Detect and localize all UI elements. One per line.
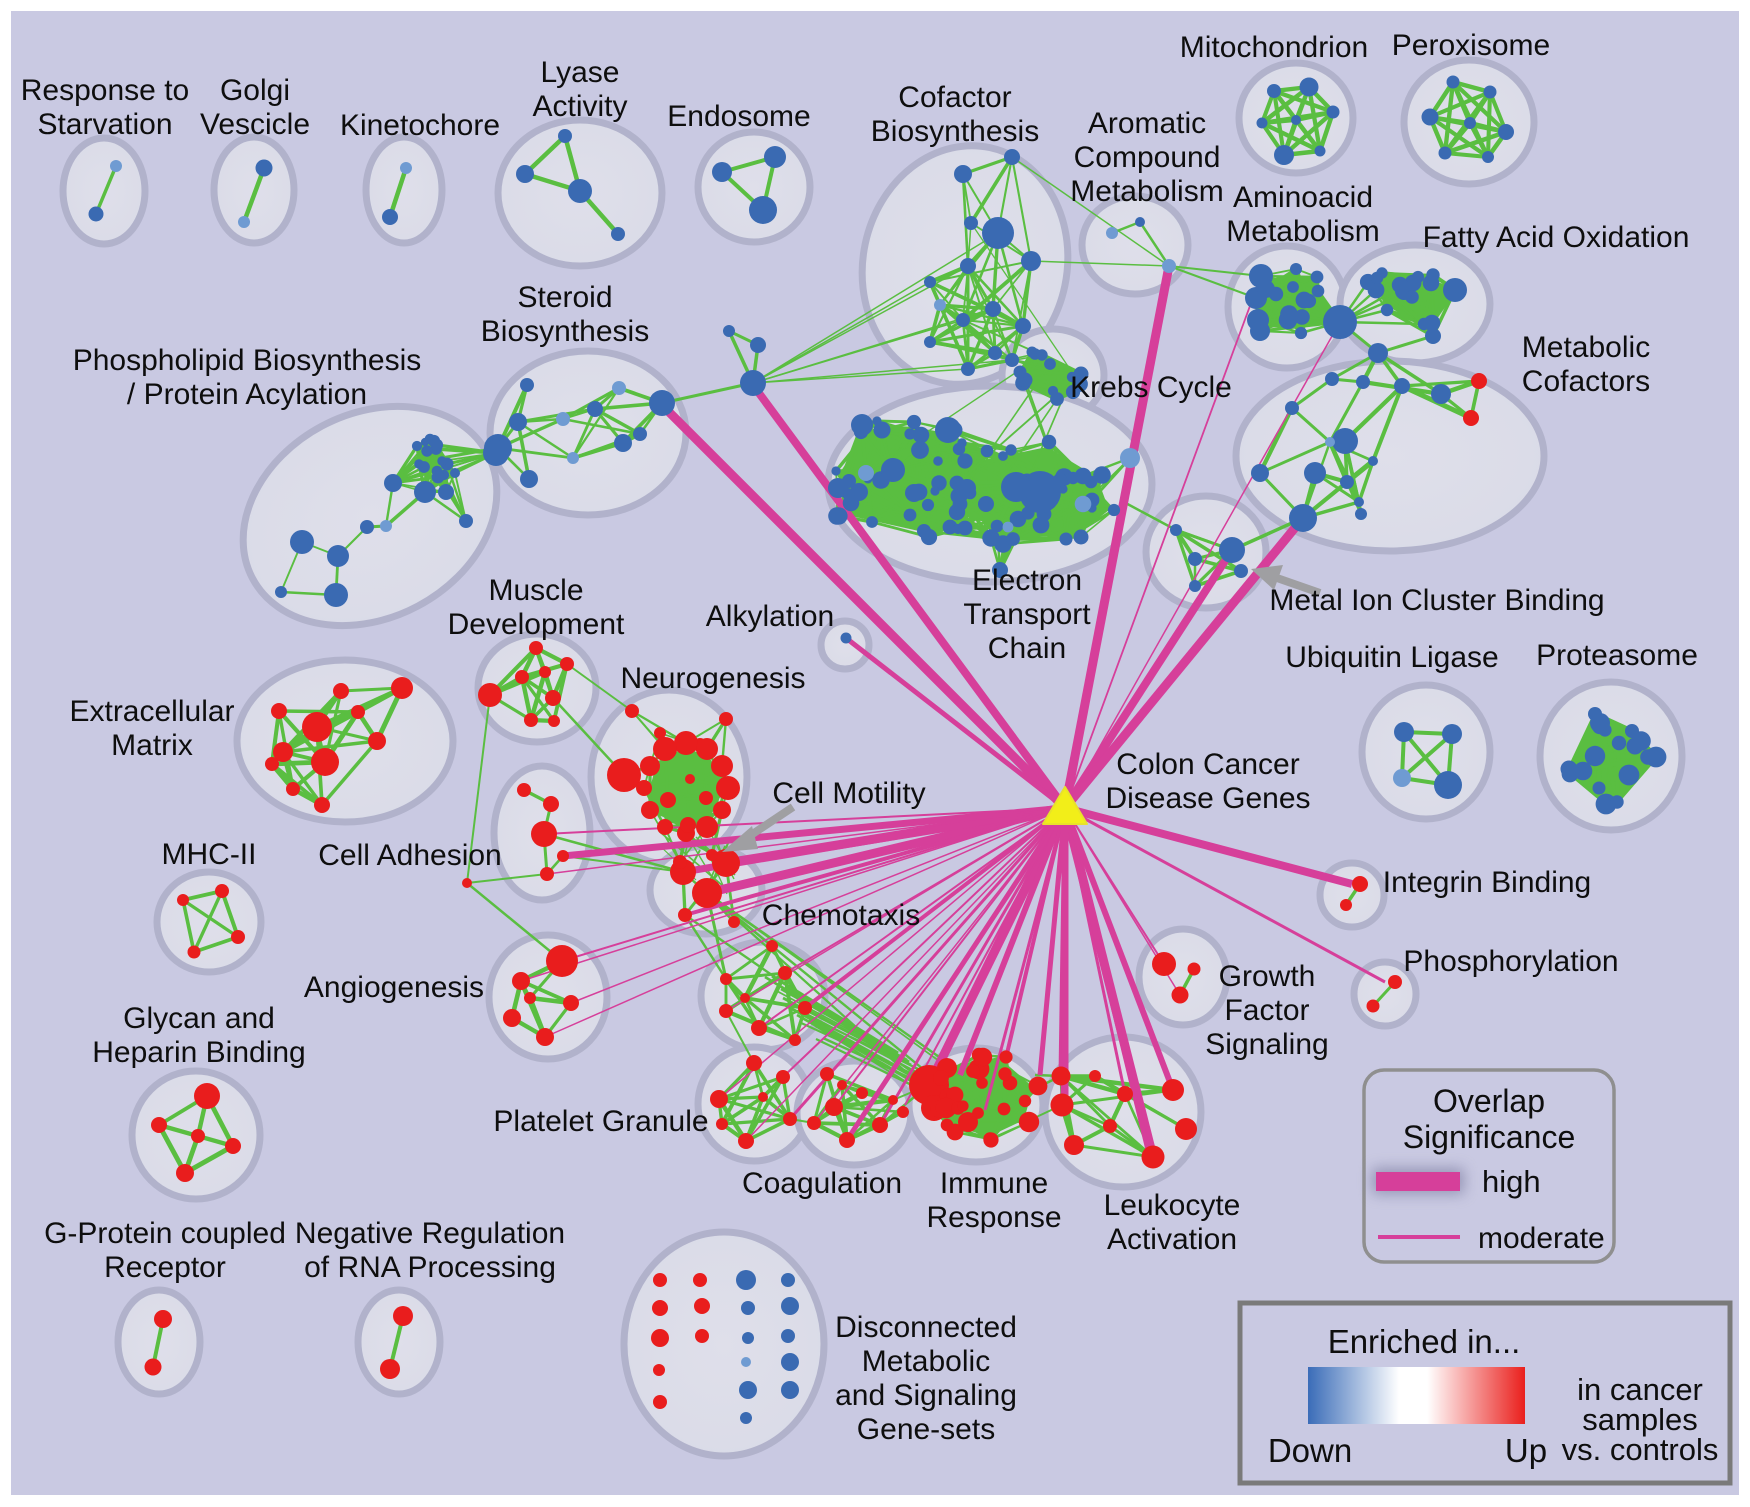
svg-text:Cell Motility: Cell Motility (772, 777, 925, 810)
svg-text:Phospholipid Biosynthesis: Phospholipid Biosynthesis (73, 344, 422, 377)
svg-text:Ubiquitin Ligase: Ubiquitin Ligase (1285, 641, 1498, 674)
svg-text:Starvation: Starvation (37, 108, 172, 141)
svg-text:Kinetochore: Kinetochore (340, 109, 500, 142)
svg-text:Alkylation: Alkylation (706, 600, 834, 633)
svg-text:MHC-II: MHC-II (162, 838, 257, 871)
svg-text:Endosome: Endosome (667, 100, 810, 133)
svg-text:Enriched in...: Enriched in... (1328, 1323, 1521, 1360)
svg-text:Leukocyte: Leukocyte (1104, 1189, 1241, 1222)
svg-text:Lyase: Lyase (541, 56, 620, 89)
svg-text:Coagulation: Coagulation (742, 1167, 902, 1200)
svg-text:Down: Down (1268, 1432, 1352, 1469)
svg-text:Neurogenesis: Neurogenesis (620, 662, 805, 695)
svg-text:Colon Cancer: Colon Cancer (1116, 748, 1299, 781)
svg-text:Metabolism: Metabolism (1226, 215, 1379, 248)
svg-text:Compound: Compound (1074, 141, 1221, 174)
svg-text:Overlap: Overlap (1433, 1083, 1545, 1119)
svg-text:Activation: Activation (1107, 1223, 1237, 1256)
svg-text:of RNA Processing: of RNA Processing (304, 1251, 556, 1284)
svg-text:Heparin Binding: Heparin Binding (92, 1036, 305, 1069)
svg-text:vs. controls: vs. controls (1562, 1432, 1719, 1467)
svg-text:Vescicle: Vescicle (200, 108, 310, 141)
svg-text:and Signaling: and Signaling (835, 1379, 1017, 1412)
svg-text:Glycan and: Glycan and (123, 1002, 275, 1035)
svg-text:Metabolism: Metabolism (1070, 175, 1223, 208)
svg-text:Chain: Chain (988, 632, 1066, 665)
svg-text:Fatty Acid Oxidation: Fatty Acid Oxidation (1423, 221, 1690, 254)
svg-text:Phosphorylation: Phosphorylation (1403, 945, 1618, 978)
svg-text:Response to: Response to (21, 74, 189, 107)
svg-text:samples: samples (1582, 1402, 1697, 1437)
svg-text:moderate: moderate (1478, 1222, 1605, 1255)
svg-text:Immune: Immune (940, 1167, 1048, 1200)
svg-text:Platelet Granule: Platelet Granule (493, 1105, 708, 1138)
svg-text:/ Protein Acylation: / Protein Acylation (127, 378, 367, 411)
svg-text:Activity: Activity (532, 90, 627, 123)
svg-text:Electron: Electron (972, 564, 1082, 597)
svg-text:Extracellular: Extracellular (69, 695, 234, 728)
svg-text:in cancer: in cancer (1577, 1372, 1703, 1407)
svg-text:Proteasome: Proteasome (1536, 639, 1698, 672)
svg-text:Aminoacid: Aminoacid (1233, 181, 1373, 214)
svg-text:Biosynthesis: Biosynthesis (871, 115, 1039, 148)
svg-text:Cell Adhesion: Cell Adhesion (318, 839, 501, 872)
svg-text:Chemotaxis: Chemotaxis (762, 899, 920, 932)
svg-text:Signaling: Signaling (1205, 1028, 1328, 1061)
svg-text:Gene-sets: Gene-sets (857, 1413, 995, 1446)
svg-text:Response: Response (926, 1201, 1061, 1234)
svg-text:Angiogenesis: Angiogenesis (304, 971, 484, 1004)
svg-text:Cofactors: Cofactors (1522, 365, 1650, 398)
svg-text:Steroid: Steroid (517, 281, 612, 314)
svg-text:Mitochondrion: Mitochondrion (1180, 31, 1368, 64)
svg-text:Factor: Factor (1224, 994, 1309, 1027)
svg-text:Metabolic: Metabolic (1522, 331, 1650, 364)
svg-text:Receptor: Receptor (104, 1251, 226, 1284)
svg-text:Muscle: Muscle (488, 574, 583, 607)
svg-text:Krebs Cycle: Krebs Cycle (1070, 371, 1232, 404)
svg-text:Transport: Transport (963, 598, 1091, 631)
svg-text:Matrix: Matrix (111, 729, 193, 762)
svg-text:Disease Genes: Disease Genes (1105, 782, 1310, 815)
svg-text:Peroxisome: Peroxisome (1392, 29, 1550, 62)
svg-text:Negative Regulation: Negative Regulation (295, 1217, 565, 1250)
svg-text:Up: Up (1505, 1432, 1547, 1469)
svg-text:Development: Development (448, 608, 625, 641)
svg-text:Cofactor: Cofactor (898, 81, 1011, 114)
svg-text:Metal Ion Cluster Binding: Metal Ion Cluster Binding (1269, 584, 1604, 617)
svg-text:Biosynthesis: Biosynthesis (481, 315, 649, 348)
svg-text:Disconnected: Disconnected (835, 1311, 1017, 1344)
svg-text:Growth: Growth (1219, 960, 1316, 993)
svg-text:high: high (1482, 1164, 1541, 1199)
svg-text:Aromatic: Aromatic (1088, 107, 1206, 140)
svg-text:G-Protein coupled: G-Protein coupled (44, 1217, 286, 1250)
svg-text:Significance: Significance (1403, 1119, 1576, 1155)
svg-text:Golgi: Golgi (220, 74, 290, 107)
svg-text:Integrin Binding: Integrin Binding (1383, 866, 1591, 899)
svg-text:Metabolic: Metabolic (862, 1345, 990, 1378)
